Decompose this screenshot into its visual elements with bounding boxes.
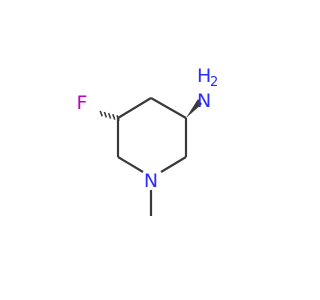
amine-hydrogen-count: 2 (210, 75, 218, 90)
bond-c4-c5 (117, 97, 152, 119)
bond-c3-c4 (150, 97, 187, 119)
ring-nitrogen-label: N (144, 170, 158, 192)
hashed-bond-c5-f (99, 110, 120, 121)
bond-c6-n1 (117, 156, 144, 173)
wedge-bond-c3-nh2 (186, 99, 202, 118)
bond-c2-n1 (160, 156, 187, 173)
molecule-structure: F N H 2 N (77, 65, 218, 216)
molecule-structure-canvas: F N H 2 N (76, 65, 219, 216)
amine-nitrogen-label: N (197, 90, 211, 112)
amine-hydrogen-label: H (197, 65, 211, 87)
fluorine-atom-label: F (77, 92, 88, 114)
